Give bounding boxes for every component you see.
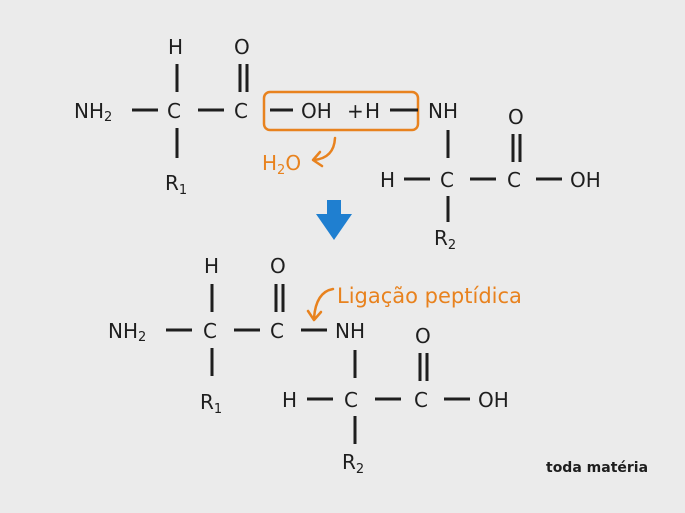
aa1-carbonyl-oxygen: O (234, 35, 250, 59)
arrow-down-icon (316, 200, 352, 240)
dipeptide-carbonyl-carbon: C (270, 319, 284, 343)
aa2-hydrogen: H (380, 168, 395, 192)
dipeptide-hydroxyl: OH (478, 388, 509, 412)
aa2-amine: NH (428, 99, 458, 123)
dipeptide-alpha-carbon-1: C (203, 319, 217, 343)
dipeptide-side-chain-2: R2 (342, 450, 364, 477)
peptide-label-arrow-curve (312, 287, 335, 320)
dipeptide-side-chain-1: R1 (200, 390, 222, 417)
dipeptide-alpha-carbon-2: C (344, 388, 358, 412)
aa1-alpha-carbon: C (167, 99, 181, 123)
peptide-bond-label: Ligação peptídica (337, 284, 522, 308)
brand-logo: toda matéria (546, 460, 648, 476)
dipeptide-carboxyl-oxygen: O (415, 324, 431, 348)
dipeptide-hydrogen-2: H (282, 388, 297, 412)
aa1-amine: NH2 (74, 99, 112, 125)
aa2-carboxyl-oxygen: O (508, 105, 524, 129)
water-molecule: H2O (262, 151, 301, 178)
aa1-side-chain: R1 (165, 171, 187, 198)
dipeptide-amide-nitrogen: NH (335, 319, 365, 343)
peptide-label-arrow-head (306, 309, 323, 322)
plus-sign: + (347, 99, 364, 123)
dipeptide-carbonyl-oxygen: O (270, 254, 286, 278)
aa2-carboxyl-carbon: C (507, 168, 521, 192)
dipeptide-carboxyl-carbon: C (414, 388, 428, 412)
aa1-carbonyl-carbon: C (234, 99, 248, 123)
aa2-side-chain: R2 (434, 226, 456, 253)
water-arrow-curve (312, 136, 337, 162)
aa1-hydrogen: H (168, 35, 183, 59)
dipeptide-amine: NH2 (108, 319, 146, 345)
water-arrow-head (311, 150, 324, 168)
hydroxyl: OH (301, 99, 332, 123)
dipeptide-hydrogen: H (204, 254, 219, 278)
aa2-hydroxyl: OH (570, 168, 601, 192)
aa2-alpha-carbon: C (440, 168, 454, 192)
amine-hydrogen: H (365, 99, 380, 123)
